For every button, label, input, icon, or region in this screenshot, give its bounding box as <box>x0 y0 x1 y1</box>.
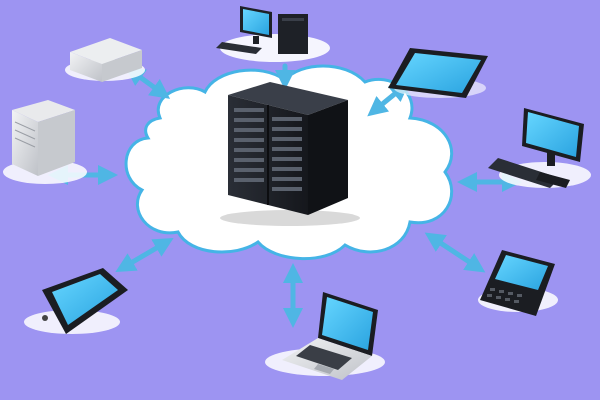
arrow-smartphone-keyboard <box>424 232 486 273</box>
server-rack-icon <box>220 82 360 226</box>
tablet-icon <box>388 48 488 98</box>
desktop-computer-icon <box>216 6 308 54</box>
network-storage-icon <box>70 38 142 82</box>
tower-server <box>3 100 87 184</box>
arrow-mobile-phone <box>115 237 174 273</box>
network-storage <box>65 38 145 82</box>
laptop <box>265 292 385 380</box>
smartphone-keyboard <box>478 250 558 316</box>
desktop-computer-top <box>216 6 330 62</box>
tablet <box>388 48 488 98</box>
mobile-phone-icon <box>42 268 128 334</box>
desktop-computer-icon <box>488 108 584 188</box>
desktop-computer-right <box>488 108 591 188</box>
mobile-phone <box>24 268 128 334</box>
tower-server-icon <box>12 100 75 176</box>
smartphone-keyboard-icon <box>480 250 555 316</box>
laptop-icon <box>282 292 378 380</box>
